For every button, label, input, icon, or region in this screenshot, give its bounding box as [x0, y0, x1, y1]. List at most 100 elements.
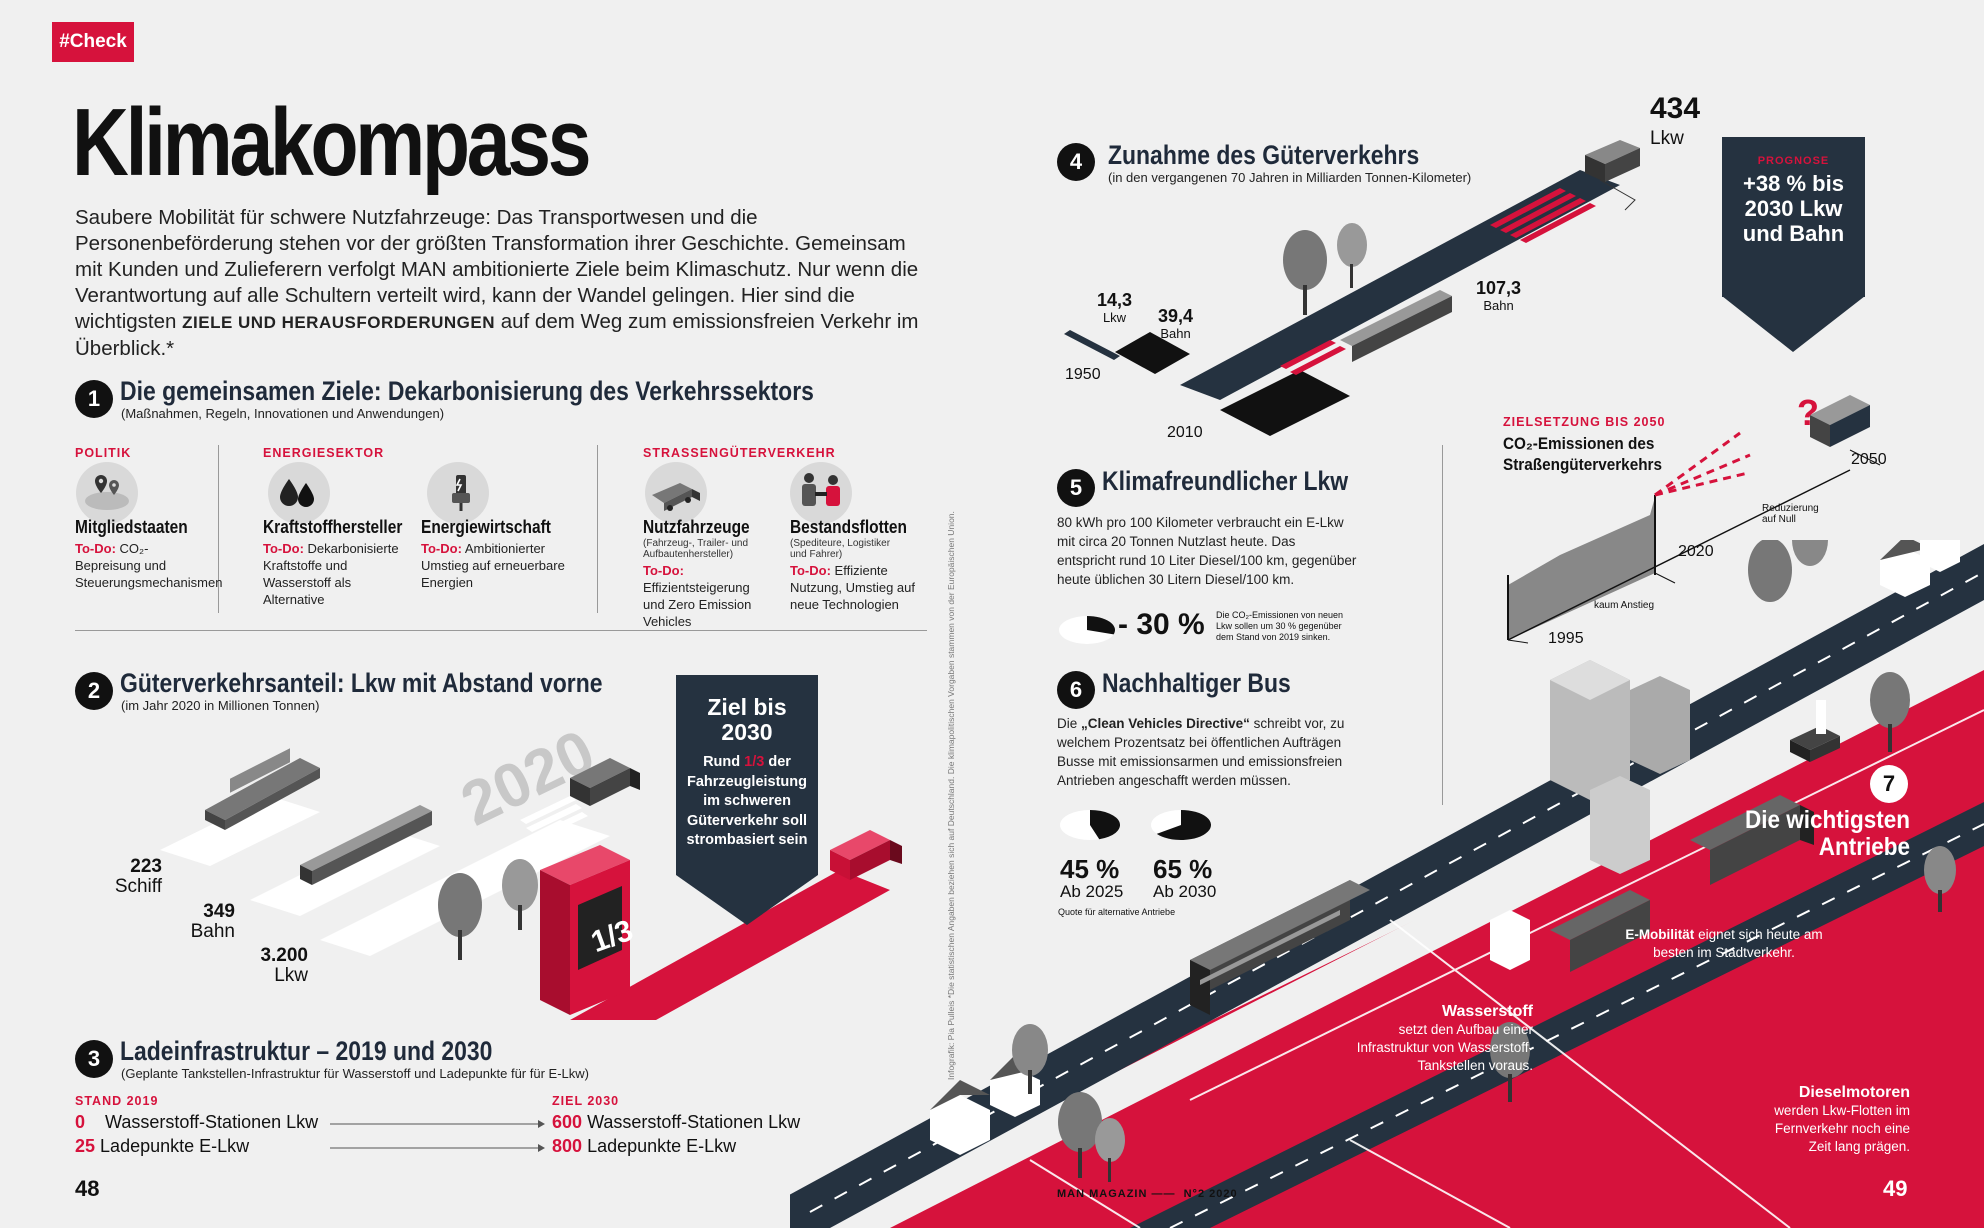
year-2050: 2050: [1851, 451, 1887, 468]
question-mark: ?: [1797, 392, 1819, 433]
wasserstoff-text: Wasserstoff setzt den Aufbau einer Infras…: [1355, 1003, 1533, 1075]
value-2019: 25: [75, 1136, 96, 1156]
diesel-truck-icon: [1690, 795, 1814, 885]
item-title: Mitgliedstaaten: [75, 517, 188, 537]
tree-icon: [438, 859, 538, 960]
section-1-title: Die gemeinsamen Ziele: Dekarbonisierung …: [120, 376, 814, 406]
stand-2019-label: STAND 2019: [75, 1094, 159, 1108]
pie-65-year: Ab 2030: [1153, 882, 1217, 901]
pie-65-value: 65 %: [1153, 854, 1213, 884]
wasser-bold: Wasserstoff: [1442, 1003, 1533, 1020]
check-tag: #Check: [52, 22, 134, 62]
item-title: Bestandsflotten: [790, 517, 907, 537]
handshake-icon: [790, 462, 852, 524]
value: 107,3: [1476, 278, 1522, 298]
series-name: Lkw: [1650, 128, 1684, 149]
pie-minus-30: [1059, 616, 1115, 644]
value: 223: [130, 856, 162, 877]
pie-slice: [1156, 810, 1211, 840]
kaum-anstieg-label: kaum Anstieg: [1594, 600, 1655, 611]
co2-chart: [1507, 395, 1881, 644]
bar-2010-bahn: [1220, 370, 1350, 436]
section-1-subtitle: (Maßnahmen, Regeln, Innovationen und Anw…: [121, 406, 445, 421]
item-body: Ambitionierter Umstieg auf erneuerbare E…: [421, 541, 565, 590]
item-body: Effizientsteigerung und Zero Emission Ve…: [643, 580, 752, 629]
year-1950: 1950: [1065, 366, 1101, 383]
todo-label: To-Do:: [75, 541, 116, 556]
category: Bahn: [190, 921, 235, 942]
label-2030: Wasserstoff-Stationen Lkw: [587, 1112, 801, 1132]
arrow-icon: [330, 1120, 545, 1152]
tree-icon: [1283, 230, 1327, 290]
infra-row-hydrogen: 0 Wasserstoff-Stationen Lkw: [75, 1112, 318, 1133]
charging-station-icon: [540, 845, 630, 1015]
item-body: Effiziente Nutzung, Umstieg auf neue Tec…: [790, 563, 916, 612]
item-title: Kraftstoffhersteller: [263, 517, 403, 537]
diesel-bold: Dieselmotoren: [1798, 1084, 1910, 1101]
issue: N°2 2020: [1183, 1188, 1238, 1200]
pie-slice: [1090, 810, 1120, 840]
item-text: To-Do: Effiziente Nutzung, Umstieg auf n…: [790, 562, 930, 613]
section-6-text: Die „Clean Vehicles Directive“ schreibt …: [1057, 714, 1357, 790]
section-number-7: 7: [1870, 765, 1908, 803]
value-2030: 800: [552, 1136, 583, 1156]
intro-main: Saubere Mobilität für schwere Nutzfahrze…: [75, 206, 919, 333]
page-number-right: 49: [1883, 1176, 1908, 1201]
section-number-6: 6: [1057, 671, 1095, 709]
prognose-arrow: [1722, 296, 1865, 352]
emob-text: E-Mobilität eignet sich heute am besten …: [1624, 926, 1824, 962]
reduzierung-label: Reduzierung auf Null: [1762, 503, 1819, 525]
emob-bold: E-Mobilität: [1625, 927, 1695, 942]
charging-plug-icon: [427, 462, 489, 524]
section-number-5: 5: [1057, 469, 1095, 507]
value: 434: [1650, 92, 1701, 125]
zebra-stripes: [520, 796, 588, 840]
pie-45-value: 45 %: [1060, 854, 1120, 884]
minus-30-value: - 30 %: [1118, 608, 1205, 641]
value: 349: [203, 901, 235, 922]
bar-1950-bahn: [1115, 332, 1190, 374]
category-strassengueterverkehr: STRASSENGÜTERVERKEHR: [643, 446, 836, 460]
electric-car-icon: [1790, 700, 1840, 762]
infra-row-charging: 25 Ladepunkte E-Lkw: [75, 1136, 249, 1157]
tree-icon: [1012, 540, 1956, 1182]
item-body: Dekarbonisierte Kraftstoffe und Wasserst…: [263, 541, 399, 607]
zielsetzung-label: ZIELSETZUNG BIS 2050: [1503, 415, 1666, 429]
emob-body: eignet sich heute am besten im Stadtverk…: [1653, 927, 1823, 960]
truck-icon: [1810, 395, 1870, 447]
highway-2: [1130, 802, 1984, 1228]
section-number-3: 3: [75, 1040, 113, 1078]
tree-icon: [1337, 223, 1367, 267]
bar-1950-lkw: [1064, 330, 1120, 360]
section-7-title: Die wichtigsten Antriebe: [1744, 806, 1910, 861]
value-2030: 600: [552, 1112, 583, 1132]
todo-label: To-Do:: [790, 563, 831, 578]
series-name: Lkw: [1102, 310, 1127, 325]
section-2-title: Güterverkehrsanteil: Lkw mit Abstand vor…: [120, 668, 603, 698]
series-name: Bahn: [1160, 326, 1191, 341]
pie-45: [1060, 810, 1120, 840]
wasser-body: setzt den Aufbau einer Infrastruktur von…: [1356, 1022, 1533, 1073]
bus-icon: [1190, 880, 1370, 1015]
building-icon: [1490, 660, 1690, 970]
text-post: schreibt vor, zu welchem Prozentsatz bei…: [1057, 716, 1345, 788]
roads-illustration: [790, 540, 1984, 1228]
item-text: To-Do: CO₂-Bepreisung und Steuerungsmech…: [75, 540, 222, 591]
section-3-subtitle: (Geplante Tankstellen-Infrastruktur für …: [121, 1066, 589, 1081]
intro-bold: ZIELE UND HERAUSFORDERUNGEN: [182, 313, 496, 332]
prognose-box: PROGNOSE +38 % bis 2030 Lkw und Bahn: [1722, 137, 1865, 297]
value: 39,4: [1158, 306, 1194, 326]
magazine-name: MAN MAGAZIN: [1057, 1188, 1148, 1200]
house-icon: [930, 540, 1960, 1155]
divider: [218, 445, 219, 613]
item-text: To-Do: Dekarbonisierte Kraftstoffe und W…: [263, 540, 413, 608]
text-pre: Die: [1057, 716, 1078, 731]
category-politik: POLITIK: [75, 446, 132, 460]
truck-icon: [1585, 140, 1640, 182]
